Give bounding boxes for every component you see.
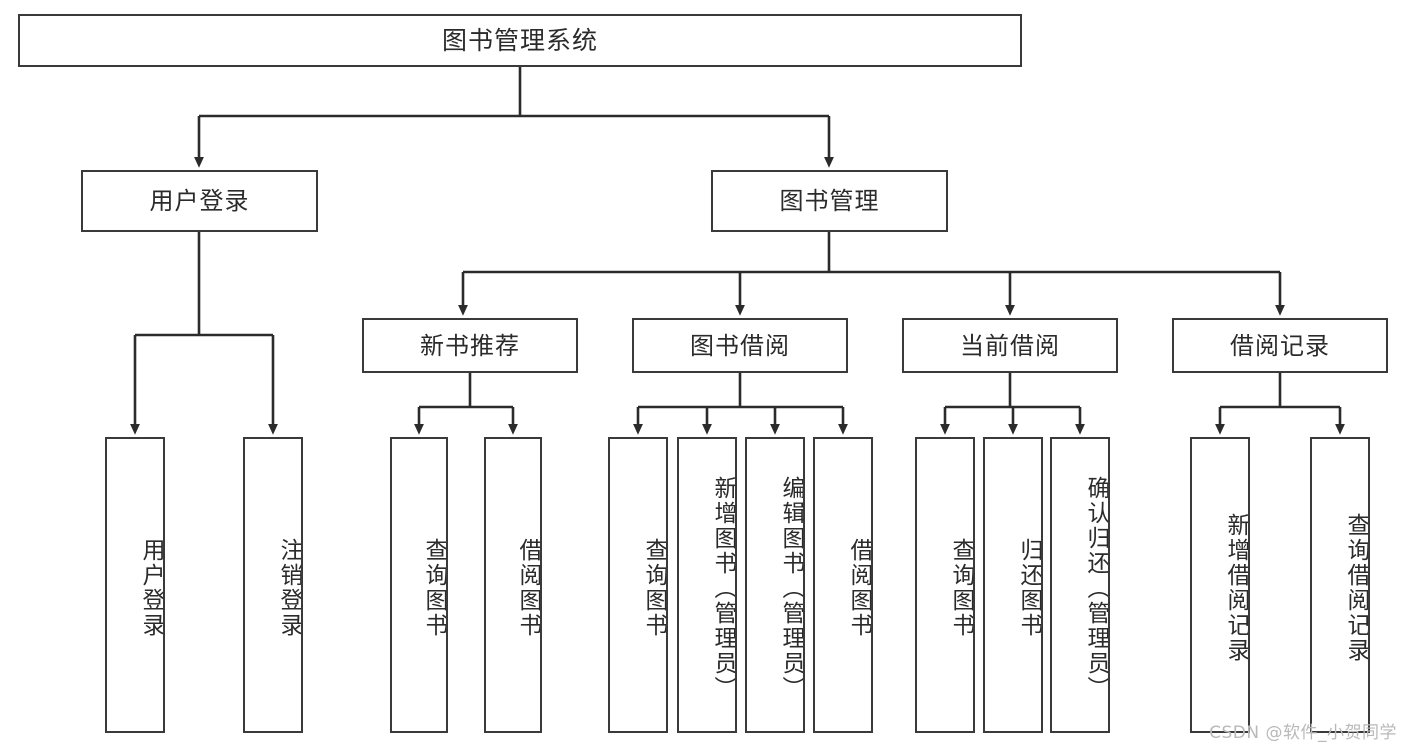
- leaf-query-book-borrow[interactable]: 查询图书: [608, 437, 668, 733]
- node-label: 用户登录: [149, 187, 250, 215]
- node-label: 注销登录: [276, 538, 302, 638]
- node-label: 编辑图书（管理员）: [778, 475, 804, 701]
- node-root-system[interactable]: 图书管理系统: [18, 14, 1022, 67]
- leaf-return-book[interactable]: 归还图书: [983, 437, 1043, 733]
- root-connectors: [194, 67, 834, 168]
- leaf-add-borrow-record[interactable]: 新增借阅记录: [1190, 437, 1250, 733]
- csdn-watermark: CSDN @软件_小贺同学: [1209, 723, 1397, 743]
- leaf-user-login[interactable]: 用户登录: [105, 437, 165, 733]
- leaf-user-logout[interactable]: 注销登录: [243, 437, 303, 733]
- node-label: 借阅图书: [846, 538, 872, 638]
- node-current-borrow[interactable]: 当前借阅: [902, 318, 1118, 373]
- node-label: 查询图书: [421, 538, 447, 638]
- node-user-login[interactable]: 用户登录: [81, 170, 318, 232]
- book-borrow-connectors: [633, 373, 848, 435]
- leaf-edit-book-admin[interactable]: 编辑图书（管理员）: [745, 437, 805, 733]
- node-label: 借阅图书: [515, 538, 541, 638]
- node-label: 图书管理: [779, 187, 880, 215]
- user-login-connectors: [130, 232, 278, 435]
- node-label: 查询借阅记录: [1343, 513, 1369, 663]
- node-label: 当前借阅: [960, 331, 1060, 360]
- leaf-query-book-current[interactable]: 查询图书: [915, 437, 975, 733]
- new-book-recommend-connectors: [414, 373, 518, 435]
- leaf-query-borrow-record[interactable]: 查询借阅记录: [1310, 437, 1370, 733]
- node-label: 查询图书: [948, 538, 974, 638]
- node-borrow-record[interactable]: 借阅记录: [1172, 318, 1388, 373]
- node-new-book-recommend[interactable]: 新书推荐: [362, 318, 578, 373]
- node-label: 查询图书: [641, 538, 667, 638]
- book-management-connectors: [458, 232, 1285, 316]
- node-label: 新增图书（管理员）: [710, 475, 736, 701]
- node-label: 借阅记录: [1230, 331, 1330, 360]
- node-label: 新增借阅记录: [1223, 513, 1249, 663]
- leaf-borrow-book[interactable]: 借阅图书: [813, 437, 873, 733]
- leaf-confirm-return-admin[interactable]: 确认归还（管理员）: [1050, 437, 1110, 733]
- node-label: 图书管理系统: [441, 26, 598, 55]
- node-label: 确认归还（管理员）: [1083, 475, 1109, 701]
- node-label: 图书借阅: [690, 331, 790, 360]
- leaf-add-book-admin[interactable]: 新增图书（管理员）: [677, 437, 737, 733]
- leaf-borrow-book-recommend[interactable]: 借阅图书: [484, 437, 542, 733]
- node-label: 新书推荐: [420, 331, 520, 360]
- current-borrow-connectors: [940, 373, 1085, 435]
- node-label: 归还图书: [1016, 538, 1042, 638]
- borrow-record-connectors: [1215, 373, 1345, 435]
- node-book-management[interactable]: 图书管理: [711, 170, 948, 232]
- node-book-borrow[interactable]: 图书借阅: [632, 318, 848, 373]
- leaf-query-book-recommend[interactable]: 查询图书: [390, 437, 448, 733]
- node-label: 用户登录: [138, 538, 164, 638]
